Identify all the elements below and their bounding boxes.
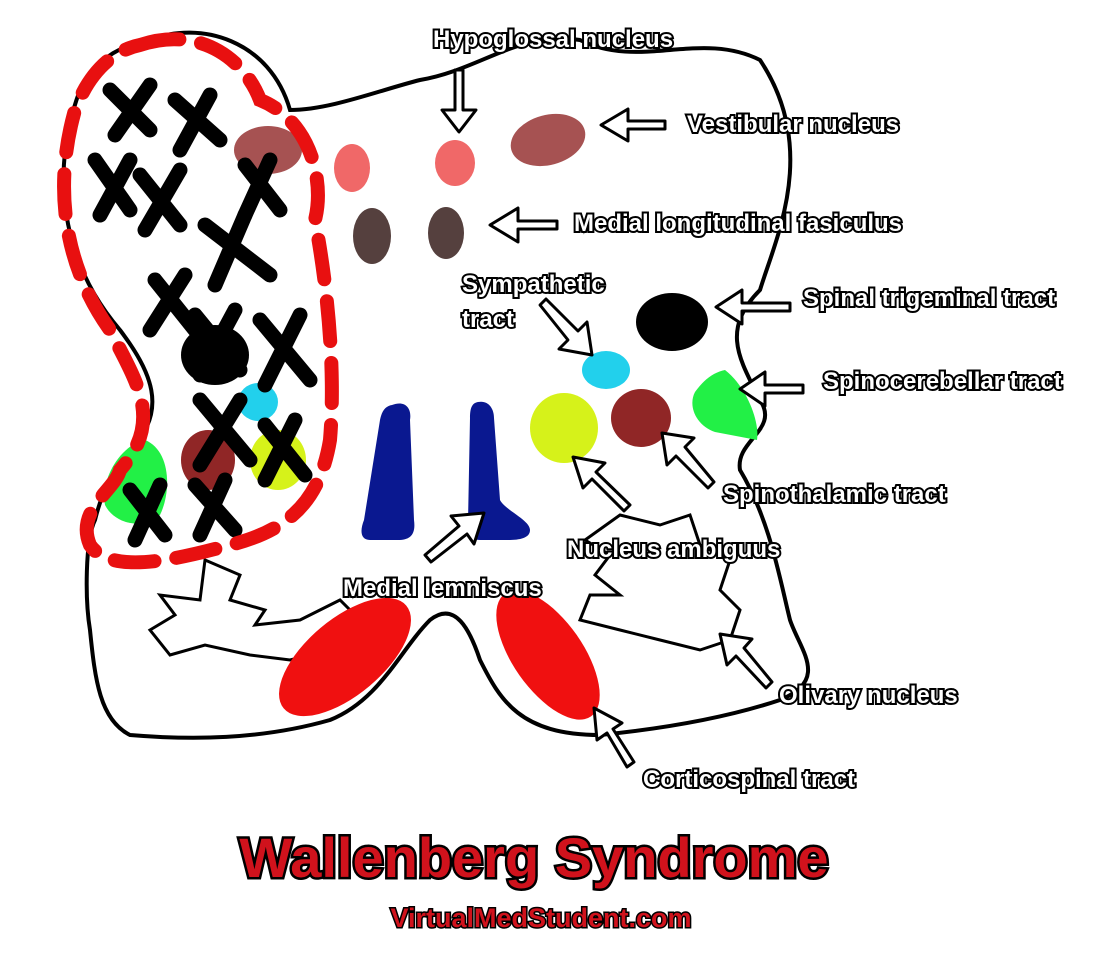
medial-lemniscus-right xyxy=(467,401,530,540)
mlf-right xyxy=(428,207,464,259)
arrow-sympathetic xyxy=(538,297,594,357)
arrow-spinal-trigeminal xyxy=(714,288,792,326)
arrow-spinothalamic xyxy=(660,431,716,490)
arrow-hypoglossal xyxy=(440,68,478,134)
medial-lemniscus-left xyxy=(361,403,415,540)
website-credit: VirtualMedStudent.com xyxy=(390,903,691,933)
lesion-x-marks xyxy=(87,77,318,548)
arrow-olivary xyxy=(718,632,774,690)
sympathetic-tract-right xyxy=(582,351,630,389)
label-olivary-nucleus: Olivary nucleus xyxy=(779,682,958,709)
diagram-title: Wallenberg Syndrome xyxy=(239,826,828,889)
label-vestibular-nucleus: Vestibular nucleus xyxy=(687,111,899,138)
nucleus-ambiguus-right xyxy=(530,393,598,463)
arrow-spinocerebellar xyxy=(738,370,805,408)
corticospinal-tract-left xyxy=(279,597,411,717)
lesion-outline xyxy=(57,32,339,570)
arrow-medial-lemniscus xyxy=(423,511,486,564)
label-spinocerebellar-tract: Spinocerebellar tract xyxy=(823,368,1062,395)
corticospinal-tract-right xyxy=(496,590,600,720)
spinal-trigeminal-tract-right xyxy=(636,293,708,351)
arrow-nucleus-ambiguus xyxy=(571,455,632,513)
hypoglossal-nucleus-left xyxy=(334,144,370,192)
label-hypoglossal-nucleus: Hypoglossal nucleus xyxy=(433,26,673,53)
arrow-mlf xyxy=(488,206,559,244)
arrow-corticospinal xyxy=(592,706,636,769)
vestibular-nucleus-right xyxy=(510,113,586,167)
label-sympathetic-tract-line2: tract xyxy=(462,306,514,333)
hypoglossal-nucleus-right xyxy=(435,140,475,186)
arrow-vestibular xyxy=(599,107,667,143)
label-spinothalamic-tract: Spinothalamic tract xyxy=(723,481,946,508)
label-sympathetic-tract-line1: Sympathetic xyxy=(462,271,605,298)
label-spinal-trigeminal-tract: Spinal trigeminal tract xyxy=(803,285,1055,312)
label-corticospinal-tract: Corticospinal tract xyxy=(643,766,855,793)
mlf-left xyxy=(353,208,391,264)
label-medial-longitudinal-fasiculus: Medial longitudinal fasiculus xyxy=(574,210,902,237)
sympathetic-tract-left xyxy=(238,383,278,421)
label-nucleus-ambiguus: Nucleus ambiguus xyxy=(567,536,780,563)
olivary-nucleus-right xyxy=(577,513,742,652)
spinothalamic-tract-right xyxy=(611,389,671,447)
label-medial-lemniscus: Medial lemniscus xyxy=(343,575,542,602)
spinocerebellar-tract-right xyxy=(692,370,758,440)
